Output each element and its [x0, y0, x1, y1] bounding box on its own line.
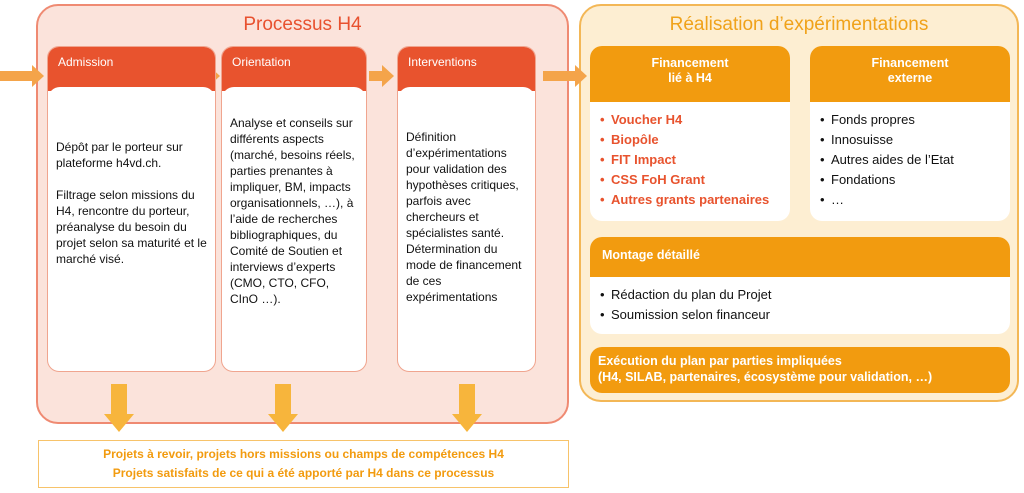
- list-item: FIT Impact: [600, 150, 784, 170]
- arrow-orientation-interventions-icon: [382, 65, 394, 87]
- financement-externe-header-line2: externe: [887, 71, 933, 85]
- list-item: Autres grants partenaires: [600, 190, 784, 210]
- list-item: …: [820, 190, 1004, 210]
- list-item: Autres aides de l’Etat: [820, 150, 1004, 170]
- montage-card: Montage détaillé Rédaction du plan du Pr…: [590, 237, 1010, 334]
- admission-paragraph-1: Dépôt par le porteur sur plateforme h4vd…: [56, 140, 183, 170]
- financement-h4-header: Financement lié à H4: [590, 46, 790, 102]
- outcome-line1: Projets à revoir, projets hors missions …: [103, 447, 504, 461]
- list-item: Soumission selon financeur: [600, 305, 1004, 325]
- financement-h4-card: Financement lié à H4 Voucher H4 Biopôle …: [590, 46, 790, 221]
- outcome-line2: Projets satisfaits de ce qui a été appor…: [112, 466, 495, 480]
- list-item: CSS FoH Grant: [600, 170, 784, 190]
- list-item: Fondations: [820, 170, 1004, 190]
- financement-h4-header-line1: Financement: [651, 56, 729, 70]
- financement-h4-header-line2: lié à H4: [668, 71, 712, 85]
- orientation-body: Analyse et conseils sur différents aspec…: [230, 115, 358, 307]
- montage-header: Montage détaillé: [590, 237, 1010, 277]
- financement-externe-card: Financement externe Fonds propres Innosu…: [810, 46, 1010, 221]
- processus-title: Processus H4: [243, 14, 362, 35]
- orientation-column: Orientation Analyse et conseils sur diff…: [221, 46, 367, 372]
- list-item: Fonds propres: [820, 110, 1004, 130]
- arrow-orientation-interventions-shaft: [369, 71, 383, 81]
- down-arrow-orientation-icon: [268, 384, 298, 436]
- admission-paragraph-2: Filtrage selon missions du H4, rencontre…: [56, 188, 207, 266]
- interventions-header: Interventions: [398, 47, 535, 101]
- orientation-paragraph: Analyse et conseils sur différents aspec…: [230, 116, 355, 306]
- down-arrow-admission-icon: [104, 384, 134, 436]
- list-item: Innosuisse: [820, 130, 1004, 150]
- list-item: Biopôle: [600, 130, 784, 150]
- arrow-to-realisation-shaft: [543, 71, 576, 81]
- montage-list: Rédaction du plan du Projet Soumission s…: [600, 285, 1004, 325]
- entry-arrow-icon: [32, 65, 44, 87]
- list-item: Voucher H4: [600, 110, 784, 130]
- outcome-box: Projets à revoir, projets hors missions …: [38, 440, 569, 488]
- interventions-body: Définition d’expérimentations pour valid…: [406, 129, 527, 305]
- entry-arrow-shaft: [0, 71, 34, 81]
- financement-h4-list: Voucher H4 Biopôle FIT Impact CSS FoH Gr…: [600, 110, 784, 210]
- admission-header: Admission: [48, 47, 215, 101]
- financement-externe-list: Fonds propres Innosuisse Autres aides de…: [820, 110, 1004, 210]
- financement-externe-header-line1: Financement: [871, 56, 949, 70]
- orientation-header: Orientation: [222, 47, 366, 101]
- list-item: Rédaction du plan du Projet: [600, 285, 1004, 305]
- interventions-column: Interventions Définition d’expérimentati…: [397, 46, 536, 372]
- execution-card: Exécution du plan par parties impliquées…: [590, 347, 1010, 393]
- financement-externe-header: Financement externe: [810, 46, 1010, 102]
- arrow-to-realisation-icon: [575, 65, 587, 87]
- realisation-title: Réalisation d’expérimentations: [669, 14, 929, 35]
- down-arrow-interventions-icon: [452, 384, 482, 436]
- admission-body: Dépôt par le porteur sur plateforme h4vd…: [56, 139, 207, 267]
- interventions-paragraph: Définition d’expérimentations pour valid…: [406, 130, 522, 304]
- execution-line2: (H4, SILAB, partenaires, écosystème pour…: [598, 370, 933, 384]
- admission-column: Admission Dépôt par le porteur sur plate…: [47, 46, 216, 372]
- execution-line1: Exécution du plan par parties impliquées: [598, 354, 842, 368]
